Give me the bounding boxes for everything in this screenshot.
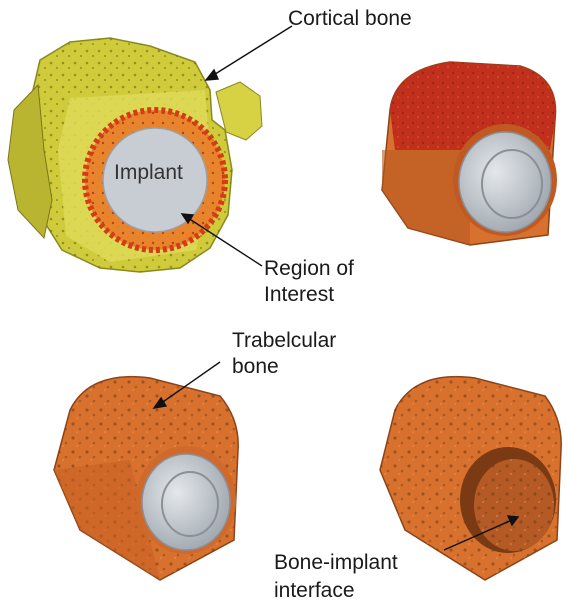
region-of-interest-label-line2: Interest bbox=[264, 282, 334, 308]
trabecular-cylinder-model bbox=[54, 377, 238, 580]
interface-cylinder-model bbox=[380, 377, 561, 580]
trabecular-bone-label-line2: bone bbox=[232, 354, 279, 380]
trabecular-bone-label-line1: Trabelcular bbox=[232, 328, 336, 354]
cortical-arrow bbox=[212, 26, 292, 76]
region-of-interest-label-line1: Region of bbox=[264, 256, 354, 282]
implant-label: Implant bbox=[114, 160, 183, 186]
cortical-bone-label: Cortical bone bbox=[288, 6, 412, 32]
roi-cylinder-model bbox=[382, 62, 557, 245]
bone-implant-interface-label-line1: Bone-implant bbox=[274, 550, 398, 576]
cross-section-model bbox=[8, 38, 262, 272]
bone-implant-interface-label-line2: interface bbox=[274, 578, 355, 604]
